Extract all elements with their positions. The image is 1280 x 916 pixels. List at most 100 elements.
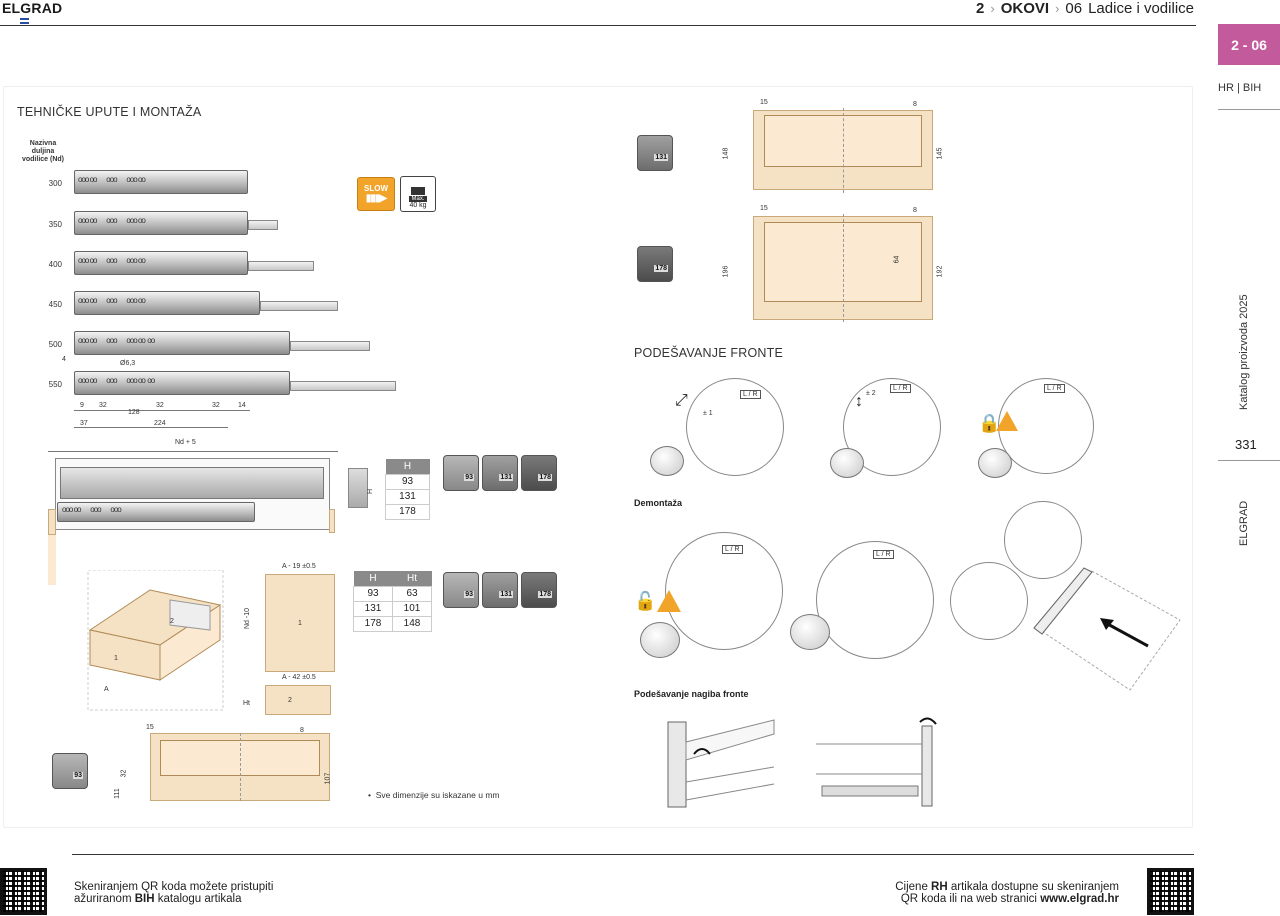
table-cell: 93: [385, 473, 430, 490]
dim-32: 32: [212, 402, 220, 409]
catalog-title-vertical: Katalog proizvoda 2025: [1238, 294, 1250, 410]
rail-divider: [1218, 109, 1280, 110]
flag-icon: [20, 18, 29, 24]
qr-code-bih[interactable]: [0, 868, 47, 915]
dim-148: 148: [722, 147, 730, 160]
clip-detail-2: [950, 562, 1028, 640]
section-title-technical: TEHNIČKE UPUTE I MONTAŽA: [17, 105, 202, 119]
height-badge-178: 178: [637, 246, 673, 282]
dim-9: 9: [80, 402, 84, 409]
dim-14: 14: [238, 402, 246, 409]
dim-line: [74, 427, 228, 428]
dim-8: 8: [913, 207, 917, 214]
content-panel: [3, 86, 1193, 828]
slide-side-panel: [60, 467, 324, 499]
adjust-detail-2: [843, 378, 941, 476]
unlock-icon: 🔓: [634, 591, 657, 611]
length-label: 300: [48, 179, 62, 188]
qr-code-rh[interactable]: [1147, 868, 1194, 915]
height-badge-131: 131: [482, 455, 518, 491]
tolerance-2: ± 2: [866, 390, 876, 397]
drawer-removal-drawing: [1033, 567, 1181, 691]
table-cell: 101: [392, 600, 432, 617]
height-badge-93: 93: [52, 753, 88, 789]
height-badge-93: 93: [443, 572, 479, 608]
slide-extension: [260, 301, 338, 311]
dim-line: [74, 410, 250, 411]
table-header: H: [353, 571, 393, 586]
lr-label: L / R: [722, 545, 743, 554]
table-cell: 148: [392, 615, 432, 632]
dim-a-19: A - 19 ±0.5: [282, 563, 316, 570]
warning-icon: [657, 590, 681, 612]
footer-divider: [72, 854, 1194, 855]
slide-extension: [290, 341, 370, 351]
language-label: HR | BIH: [1218, 82, 1262, 94]
front-panel: [48, 535, 56, 585]
chevron-right-icon: ›: [1055, 1, 1060, 16]
lr-label: L / R: [890, 384, 911, 393]
table-cell: 131: [353, 600, 393, 617]
brand-logo: ELGRAD: [2, 0, 63, 16]
height-badge-178: 178: [521, 572, 557, 608]
centerline: [843, 108, 844, 193]
slide-extension: [248, 220, 278, 230]
nominal-length-label: Nazivna duljina vodilice (Nd): [21, 140, 64, 163]
height-badge-131: 131: [482, 572, 518, 608]
tilt-adjust-drawing-2: [816, 717, 937, 807]
centerline: [240, 733, 241, 801]
dim-15: 15: [146, 724, 154, 731]
breadcrumb-section-title[interactable]: Ladice i vodilice: [1088, 0, 1194, 17]
adjust-detail-3: [998, 378, 1094, 474]
dim-15: 15: [760, 99, 768, 106]
height-table: H 93 131 178: [385, 459, 430, 520]
footer-left-text: Skeniranjem QR koda možete pristupiti až…: [74, 881, 274, 905]
dim-145: 145: [936, 147, 944, 160]
dim-224: 224: [154, 420, 166, 427]
panel-label-1: 1: [114, 655, 118, 662]
dim-ht: Ht: [243, 700, 250, 707]
dim-8: 8: [913, 101, 917, 108]
screwdriver-handle: [790, 614, 830, 650]
clip-detail-1: [1004, 501, 1082, 579]
table-header: H: [385, 459, 430, 474]
dim-15: 15: [760, 205, 768, 212]
dim-nd-plus-5: Nd + 5: [175, 439, 196, 446]
slide-400: [74, 251, 248, 275]
slide-extension: [248, 261, 314, 271]
page-tab: 2 - 06: [1218, 24, 1280, 65]
breadcrumb: 2 › OKOVI › 06 Ladice i vodilice: [976, 0, 1194, 17]
table-header: Ht: [392, 571, 432, 586]
dim-line: [48, 451, 338, 452]
vertical-arrow-icon: ↕: [855, 393, 863, 410]
dim-a-42: A - 42 ±0.5: [282, 674, 316, 681]
website-link[interactable]: www.elgrad.hr: [1040, 893, 1119, 905]
slide-300: [74, 170, 248, 194]
table-cell: 131: [385, 488, 430, 505]
section-title-front-adjust: PODEŠAVANJE FRONTE: [634, 346, 783, 360]
centerline: [843, 214, 844, 322]
max-load-icon: Max. 40 kg: [400, 176, 436, 212]
breadcrumb-okovi[interactable]: OKOVI: [1000, 0, 1050, 17]
removal-detail-2: [816, 541, 934, 659]
lr-label: L / R: [873, 550, 894, 559]
breadcrumb-chapter[interactable]: 2: [976, 0, 985, 17]
brand-vertical: ELGRAD: [1238, 500, 1250, 546]
hole-pattern: ooo oo ooo ooo oo: [78, 256, 146, 265]
table-cell: 178: [353, 615, 393, 632]
screwdriver-handle: [830, 448, 864, 478]
dim-32: 32: [99, 402, 107, 409]
slide-450: [74, 291, 260, 315]
hole-pattern: ooo oo ooo ooo oo oo: [78, 376, 155, 385]
slide-extension: [290, 381, 396, 391]
breadcrumb-section-number[interactable]: 06: [1065, 0, 1083, 17]
slide-profile: [57, 502, 255, 522]
dim-64: 64: [893, 255, 901, 264]
dim-128: 128: [128, 409, 140, 416]
dim-h: H: [367, 488, 375, 495]
lr-label: L / R: [1044, 384, 1065, 393]
slide-length-chart: 300 350 400 450 500 550 ooo oo ooo ooo o…: [30, 170, 430, 410]
dim-196: 196: [722, 265, 730, 278]
rail-divider: [1218, 460, 1280, 461]
dim-diameter: Ø6,3: [120, 360, 136, 367]
